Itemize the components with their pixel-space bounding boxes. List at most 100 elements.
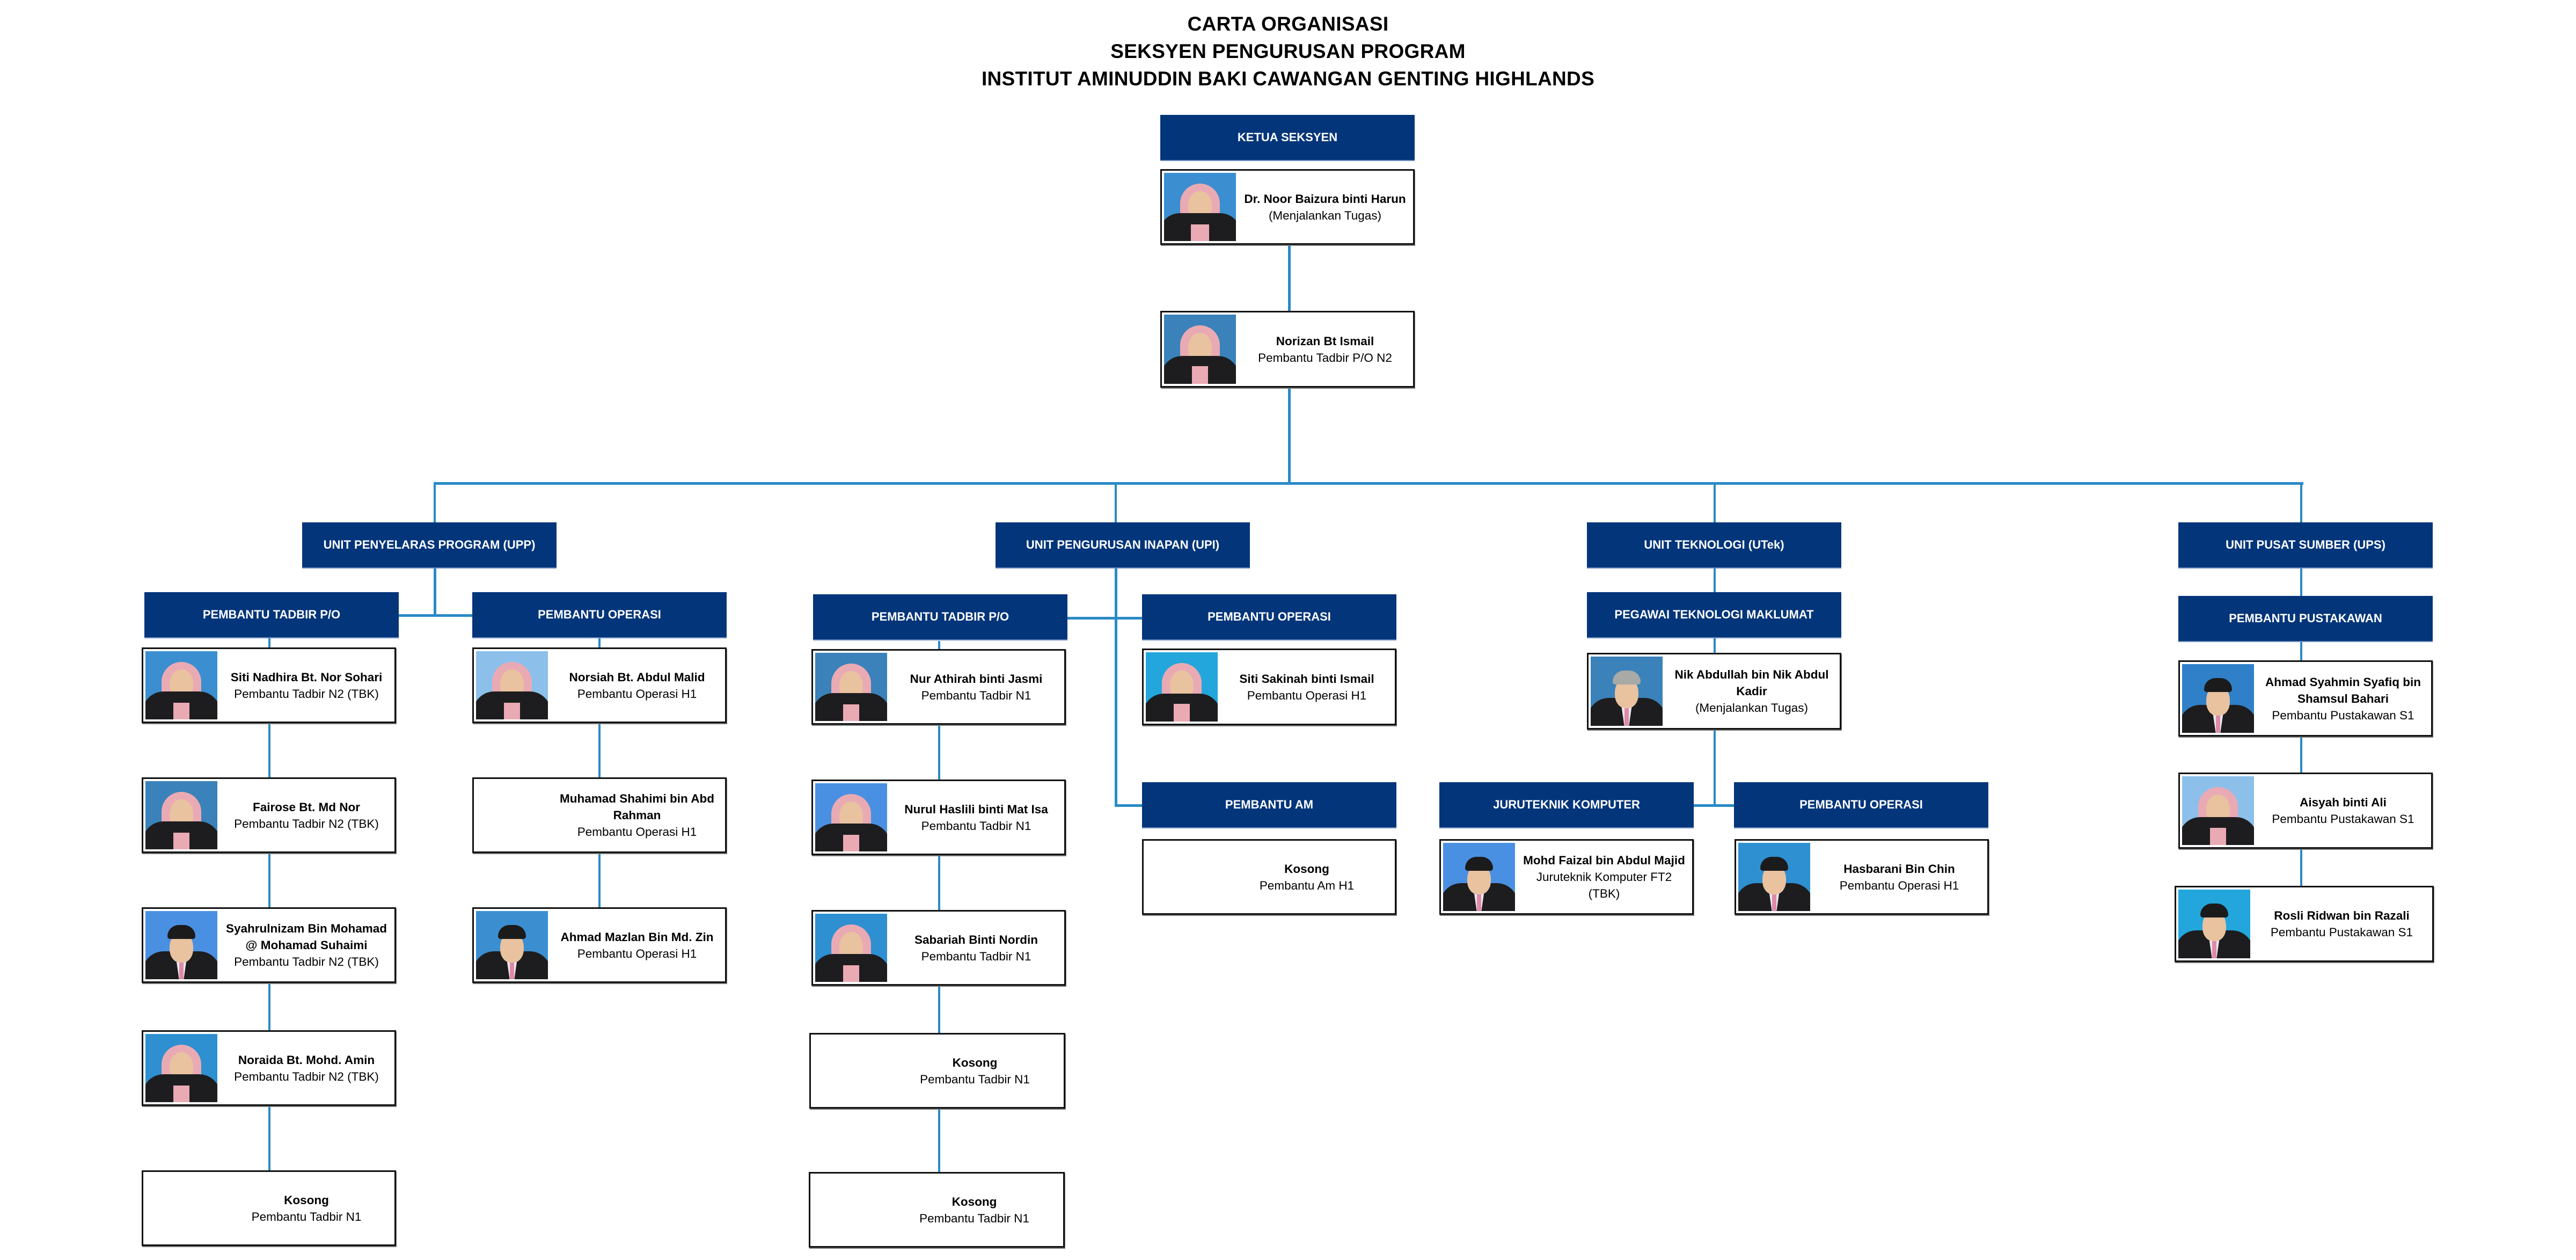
portrait-photo (1146, 652, 1218, 722)
staff-name: Nur Athirah binti Jasmi (910, 672, 1043, 686)
portrait-photo (145, 651, 217, 719)
connector-line (938, 641, 940, 1172)
portrait-photo (476, 911, 548, 979)
header-label: KETUA SEKSYEN (1237, 130, 1338, 144)
staff-role: Juruteknik Komputer FT2 (TBK) (1536, 870, 1672, 900)
unit-header-upp: UNIT PENYELARAS PROGRAM (UPP) (302, 522, 557, 569)
portrait-photo (2182, 776, 2254, 845)
staff-name: Ahmad Syahmin Syafiq bin Shamsul Bahari (2265, 675, 2421, 705)
staff-role: Pembantu Operasi H1 (577, 946, 697, 960)
staff-role: Pembantu Operasi H1 (1247, 688, 1367, 702)
subheader-utek-juruteknik: JURUTEKNIK KOMPUTER (1439, 782, 1694, 828)
header-label: PEMBANTU AM (1225, 798, 1314, 811)
header-label: PEMBANTU PUSTAKAWAN (2229, 611, 2382, 625)
staff-name: Nurul Haslili binti Mat Isa (904, 802, 1048, 816)
staff-role: Pembantu Tadbir N1 (921, 949, 1031, 963)
staff-role: Pembantu Operasi H1 (577, 687, 697, 701)
portrait-photo (145, 1034, 217, 1102)
connector-line (1288, 245, 1291, 311)
staff-name: Ahmad Mazlan Bin Md. Zin (560, 930, 714, 944)
staff-name: Noraida Bt. Mohd. Amin (238, 1053, 375, 1067)
portrait-photo (476, 651, 548, 719)
staff-role: Pembantu Tadbir N1 (921, 819, 1031, 833)
connector-line (1288, 388, 1291, 484)
staff-card-chief[interactable]: Dr. Noor Baizura binti Harun (Menjalankan… (1160, 169, 1415, 245)
staff-name: Kosong (952, 1195, 997, 1208)
header-label: JURUTEKNIK KOMPUTER (1493, 798, 1640, 811)
unit-header-ups: UNIT PUSAT SUMBER (UPS) (2178, 522, 2433, 569)
portrait-photo (2182, 664, 2254, 733)
staff-role: Pembantu Pustakawan S1 (2272, 812, 2414, 826)
staff-role: Pembantu Pustakawan S1 (2272, 708, 2414, 722)
subheader-upi-tadbir: PEMBANTU TADBIR P/O (813, 594, 1067, 640)
subheader-ups-pustakawan: PEMBANTU PUSTAKAWAN (2178, 596, 2433, 642)
header-label: UNIT PENGURUSAN INAPAN (UPI) (1026, 538, 1220, 551)
staff-name: Kosong (284, 1193, 329, 1207)
staff-name: Siti Nadhira Bt. Nor Sohari (230, 670, 383, 684)
staff-name: Aisyah binti Ali (2300, 796, 2387, 809)
connector-line (1115, 569, 1117, 807)
chart-title: CARTA ORGANISASI (1187, 13, 1389, 35)
staff-role: Pembantu Tadbir N1 (921, 688, 1031, 702)
subheader-upi-operasi: PEMBANTU OPERASI (1142, 594, 1396, 640)
header-label: UNIT PENYELARAS PROGRAM (UPP) (323, 538, 536, 551)
staff-card[interactable]: Nik Abdullah bin Nik Abdul Kadir(Menjala… (1587, 653, 1841, 730)
portrait-photo (2178, 890, 2250, 958)
staff-card[interactable]: Syahrulnizam Bin Mohamad @ Mohamad Suhai… (142, 907, 396, 983)
staff-name: Dr. Noor Baizura binti Harun (1244, 192, 1406, 206)
subheader-upi-am: PEMBANTU AM (1142, 782, 1396, 828)
connector-line (1115, 483, 1117, 523)
staff-name: Kosong (952, 1055, 998, 1069)
portrait-photo (815, 914, 887, 982)
header-label: UNIT PUSAT SUMBER (UPS) (2226, 538, 2385, 551)
staff-name: Nik Abdullah bin Nik Abdul Kadir (1674, 668, 1829, 698)
subheader-upp-operasi: PEMBANTU OPERASI (472, 592, 727, 638)
header-label: PEGAWAI TEKNOLOGI MAKLUMAT (1614, 608, 1814, 621)
connector-line (598, 638, 601, 908)
staff-role: Pembantu Operasi H1 (577, 825, 697, 839)
subheader-utek-pegawai: PEGAWAI TEKNOLOGI MAKLUMAT (1587, 592, 1841, 638)
staff-role: Pembantu Tadbir N1 (920, 1072, 1030, 1086)
portrait-photo (815, 653, 887, 721)
staff-role: Pembantu Tadbir N1 (251, 1210, 362, 1223)
staff-name: Norsiah Bt. Abdul Malid (569, 670, 705, 684)
staff-name: Rosli Ridwan bin Razali (2274, 909, 2410, 922)
connector-line (434, 569, 436, 617)
connector-line (2300, 483, 2302, 523)
unit-header-upi: UNIT PENGURUSAN INAPAN (UPI) (996, 522, 1250, 569)
staff-role: Pembantu Pustakawan S1 (2270, 926, 2413, 939)
connector-line (1694, 804, 1735, 807)
portrait-photo (1164, 315, 1236, 384)
staff-role: Pembantu Tadbir N1 (919, 1211, 1029, 1225)
staff-role: Pembantu Am H1 (1259, 878, 1355, 892)
header-label: PEMBANTU TADBIR P/O (871, 610, 1009, 623)
header-label: PEMBANTU OPERASI (1799, 798, 1923, 811)
staff-role: Pembantu Tadbir N2 (TBK) (234, 955, 379, 968)
connector-line (268, 638, 270, 1171)
header-label: PEMBANTU OPERASI (1208, 610, 1331, 623)
staff-role: (Menjalankan Tugas) (1268, 208, 1382, 222)
connector-line (1115, 804, 1143, 807)
portrait-photo (1443, 843, 1515, 911)
connector-line (399, 614, 473, 617)
